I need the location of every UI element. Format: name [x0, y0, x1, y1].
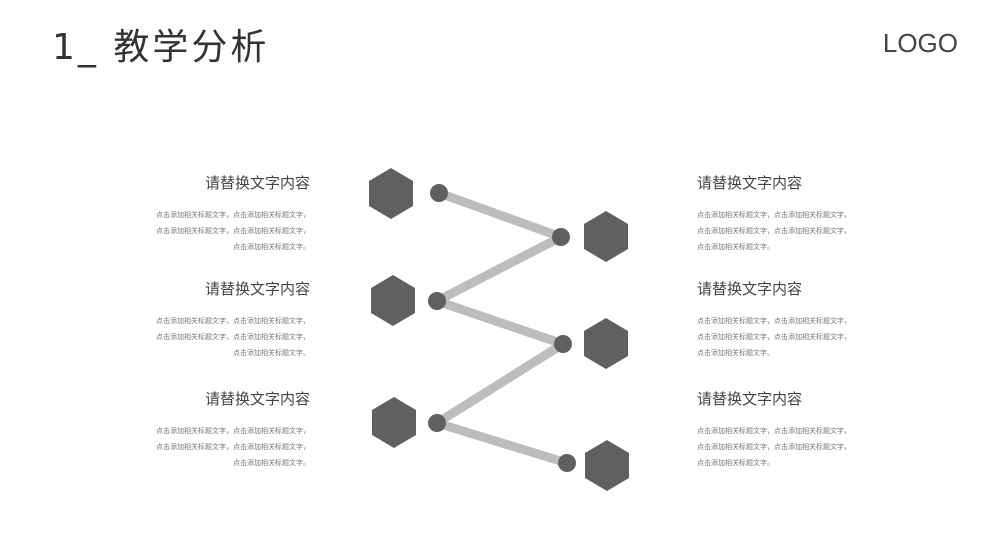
- logo: LOGO: [882, 28, 958, 58]
- node-dot: [428, 414, 446, 432]
- hexagon-icon: [585, 440, 629, 491]
- connector-line: [432, 418, 572, 468]
- connector-line: [432, 339, 568, 428]
- block-line: 点击添加相关标题文字，点击添加相关标题文字，: [156, 227, 310, 235]
- text-block-right-3: 请替换文字内容 点击添加相关标题文字，点击添加相关标题文字， 点击添加相关标题文…: [697, 388, 887, 471]
- node-dot: [552, 228, 570, 246]
- block-line: 点击添加相关标题文字。: [233, 459, 310, 467]
- hexagon-icon: [584, 318, 628, 369]
- block-line: 点击添加相关标题文字，点击添加相关标题文字，: [697, 317, 851, 325]
- block-heading: 请替换文字内容: [697, 280, 803, 298]
- block-line: 点击添加相关标题文字，点击添加相关标题文字，: [156, 427, 310, 435]
- block-line: 点击添加相关标题文字，点击添加相关标题文字，: [156, 333, 310, 341]
- connector-line: [432, 296, 568, 349]
- block-line: 点击添加相关标题文字。: [233, 349, 310, 357]
- hexagon-icon: [369, 168, 413, 219]
- block-heading: 请替换文字内容: [204, 280, 310, 298]
- block-line: 点击添加相关标题文字，点击添加相关标题文字，: [697, 227, 851, 235]
- block-line: 点击添加相关标题文字，点击添加相关标题文字，: [697, 211, 851, 219]
- text-block-left-2: 请替换文字内容 点击添加相关标题文字，点击添加相关标题文字， 点击添加相关标题文…: [120, 278, 310, 361]
- block-line: 点击添加相关标题文字。: [697, 459, 774, 467]
- connector-line: [432, 232, 566, 306]
- hexagon-icon: [372, 397, 416, 448]
- page-title: 1_ 教学分析: [52, 27, 270, 68]
- block-line: 点击添加相关标题文字。: [233, 243, 310, 251]
- text-block-right-2: 请替换文字内容 点击添加相关标题文字，点击添加相关标题文字， 点击添加相关标题文…: [697, 278, 887, 361]
- text-block-left-3: 请替换文字内容 点击添加相关标题文字，点击添加相关标题文字， 点击添加相关标题文…: [120, 388, 310, 471]
- node-dot: [554, 335, 572, 353]
- block-line: 点击添加相关标题文字，点击添加相关标题文字，: [697, 333, 851, 341]
- block-heading: 请替换文字内容: [697, 390, 803, 408]
- connector-group: [432, 188, 572, 468]
- hexagon-icon: [584, 211, 628, 262]
- block-line: 点击添加相关标题文字，点击添加相关标题文字，: [156, 211, 310, 219]
- block-line: 点击添加相关标题文字。: [697, 349, 774, 357]
- hexagon-group: [369, 168, 629, 491]
- block-line: 点击添加相关标题文字，点击添加相关标题文字，: [697, 427, 851, 435]
- block-line: 点击添加相关标题文字，点击添加相关标题文字，: [156, 317, 310, 325]
- block-heading: 请替换文字内容: [697, 174, 803, 192]
- block-line: 点击添加相关标题文字，点击添加相关标题文字，: [156, 443, 310, 451]
- connector-line: [434, 188, 566, 242]
- node-dot: [558, 454, 576, 472]
- text-block-left-1: 请替换文字内容 点击添加相关标题文字，点击添加相关标题文字， 点击添加相关标题文…: [120, 172, 310, 255]
- node-dot: [428, 292, 446, 310]
- hexagon-icon: [371, 275, 415, 326]
- block-line: 点击添加相关标题文字。: [697, 243, 774, 251]
- node-dot: [430, 184, 448, 202]
- block-heading: 请替换文字内容: [204, 390, 310, 408]
- text-block-right-1: 请替换文字内容 点击添加相关标题文字，点击添加相关标题文字， 点击添加相关标题文…: [697, 172, 887, 255]
- node-group: [428, 184, 576, 472]
- block-heading: 请替换文字内容: [204, 174, 310, 192]
- block-line: 点击添加相关标题文字，点击添加相关标题文字，: [697, 443, 851, 451]
